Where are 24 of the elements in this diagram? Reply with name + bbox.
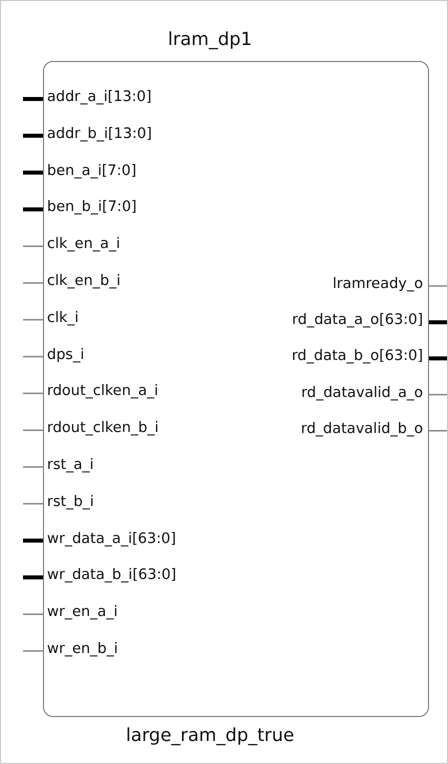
pin-name: clk_en_b_i	[47, 273, 120, 289]
pin-name: rdout_clken_b_i	[47, 420, 159, 436]
module-block	[43, 61, 429, 717]
pin-name: dps_i	[47, 346, 84, 363]
pin-name: wr_data_b_i[63:0]	[47, 567, 176, 584]
pin-name: rd_data_b_o[63:0]	[292, 348, 423, 364]
pin-name: wr_data_a_i[63:0]	[47, 530, 176, 547]
pin-name: rd_data_a_o[63:0]	[292, 312, 423, 328]
pin-name: addr_b_i[13:0]	[47, 126, 152, 142]
pin-name: rdout_clken_a_i	[47, 383, 158, 400]
pin-name: ben_a_i[7:0]	[47, 162, 136, 179]
pin-name: rst_a_i	[47, 457, 94, 473]
pin-name: wr_en_a_i	[47, 604, 118, 620]
pin-name: clk_i	[47, 310, 79, 326]
instance-name: lram_dp1	[166, 29, 254, 50]
pin-name: rst_b_i	[47, 494, 94, 510]
pin-name: ben_b_i[7:0]	[47, 199, 137, 216]
pin-name: wr_en_b_i	[47, 641, 118, 657]
pin-name: rd_datavalid_b_o	[300, 420, 423, 437]
pin-name: rd_datavalid_a_o	[301, 384, 423, 401]
pin-name: addr_a_i[13:0]	[47, 89, 152, 105]
pin-name: clk_en_a_i	[47, 236, 120, 252]
module-name: large_ram_dp_true	[124, 725, 296, 746]
pin-name: lramready_o	[332, 276, 423, 292]
